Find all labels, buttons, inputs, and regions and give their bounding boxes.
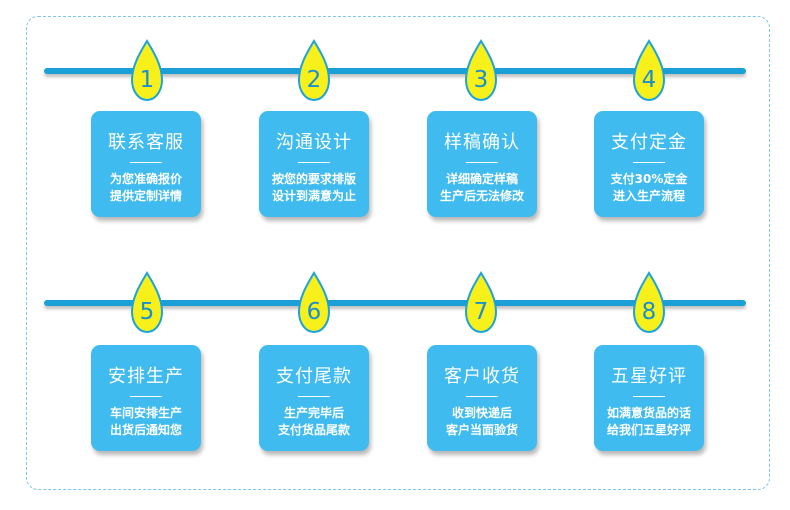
step-card-sample-confirm: 样稿确认 详细确定样稿 生产后无法修改 [427,111,537,217]
drop-icon [632,39,666,102]
step-description: 收到快递后 客户当面验货 [427,405,537,439]
title-divider [466,396,498,397]
timeline-rail-top [44,68,746,74]
step-description: 详细确定样稿 生产后无法修改 [427,171,537,205]
step-description: 如满意货品的话 给我们五星好评 [594,405,704,439]
step-description-line-1: 为您准确报价 [109,172,182,186]
step-1-drop-marker: 1 [130,39,164,102]
step-description-line-2: 客户当面验货 [445,423,518,437]
drop-icon [130,271,164,334]
step-card-production: 安排生产 车间安排生产 出货后通知您 [91,345,201,451]
step-description-line-1: 按您的要求排版 [271,172,356,186]
title-divider [298,162,330,163]
step-description-line-2: 设计到满意为止 [271,189,356,203]
step-card-design: 沟通设计 按您的要求排版 设计到满意为止 [259,111,369,217]
step-card-deposit: 支付定金 支付30%定金 进入生产流程 [594,111,704,217]
drop-icon [297,271,331,334]
step-description-line-1: 生产完毕后 [283,406,344,420]
step-1-number: 1 [139,67,155,93]
drop-icon [632,271,666,334]
step-title: 安排生产 [108,366,184,387]
step-description-line-2: 进入生产流程 [612,189,685,203]
step-card-final-payment: 支付尾款 生产完毕后 支付货品尾款 [259,345,369,451]
step-title: 样稿确认 [444,132,520,153]
step-description: 按您的要求排版 设计到满意为止 [259,171,369,205]
step-description-line-1: 详细确定样稿 [445,172,518,186]
step-5-drop-marker: 5 [130,271,164,334]
title-divider [633,162,665,163]
step-description: 车间安排生产 出货后通知您 [91,405,201,439]
title-divider [466,162,498,163]
step-description-line-2: 给我们五星好评 [606,423,691,437]
step-title: 支付定金 [611,132,687,153]
step-8-number: 8 [641,299,657,325]
step-description-line-1: 收到快递后 [451,406,512,420]
step-description-line-2: 支付货品尾款 [277,423,350,437]
step-6-drop-marker: 6 [297,271,331,334]
step-description-line-1: 车间安排生产 [109,406,182,420]
step-title: 支付尾款 [276,366,352,387]
step-title: 客户收货 [444,366,520,387]
title-divider [130,162,162,163]
title-divider [633,396,665,397]
drop-icon [297,39,331,102]
drop-icon [464,39,498,102]
title-divider [298,396,330,397]
step-6-number: 6 [306,299,322,325]
step-title: 联系客服 [108,132,184,153]
process-frame [26,16,770,490]
step-description-line-2: 出货后通知您 [109,423,182,437]
step-title: 沟通设计 [276,132,352,153]
step-description: 生产完毕后 支付货品尾款 [259,405,369,439]
step-card-receive-goods: 客户收货 收到快递后 客户当面验货 [427,345,537,451]
drop-icon [464,271,498,334]
title-divider [130,396,162,397]
step-description-line-2: 生产后无法修改 [439,189,524,203]
step-8-drop-marker: 8 [632,271,666,334]
step-description-line-1: 如满意货品的话 [606,406,691,420]
step-description-line-2: 提供定制详情 [109,189,182,203]
step-4-number: 4 [641,67,657,93]
step-card-contact-service: 联系客服 为您准确报价 提供定制详情 [91,111,201,217]
step-7-drop-marker: 7 [464,271,498,334]
step-description-line-1: 支付30%定金 [610,172,688,186]
step-7-number: 7 [473,299,489,325]
step-3-number: 3 [473,67,489,93]
step-card-five-star-review: 五星好评 如满意货品的话 给我们五星好评 [594,345,704,451]
step-2-drop-marker: 2 [297,39,331,102]
timeline-rail-bottom [44,300,746,306]
step-2-number: 2 [306,67,322,93]
step-description: 支付30%定金 进入生产流程 [594,171,704,205]
drop-icon [130,39,164,102]
step-4-drop-marker: 4 [632,39,666,102]
step-3-drop-marker: 3 [464,39,498,102]
step-5-number: 5 [139,299,155,325]
step-title: 五星好评 [611,366,687,387]
step-description: 为您准确报价 提供定制详情 [91,171,201,205]
